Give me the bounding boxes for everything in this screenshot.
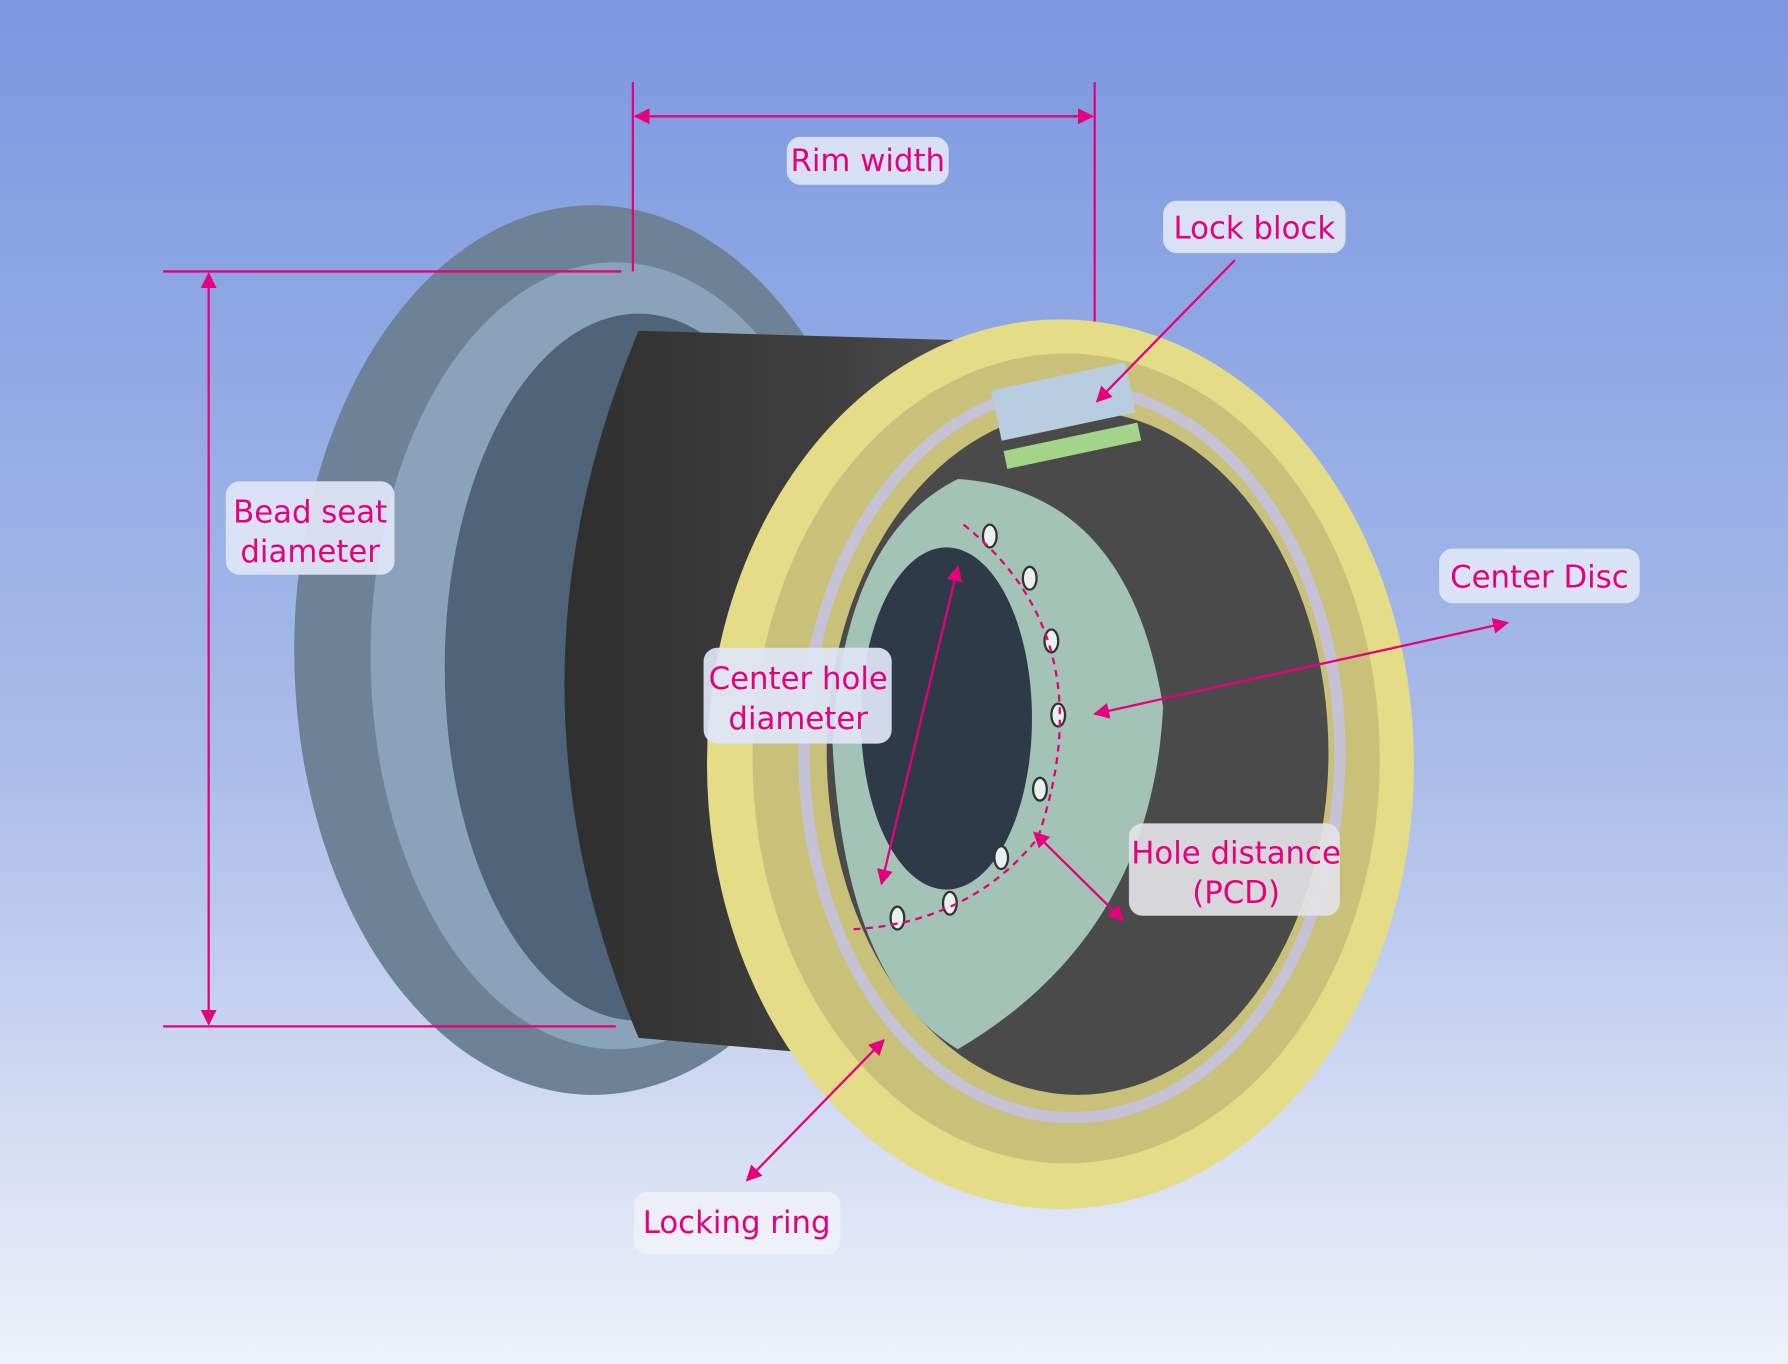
lock-block-shape xyxy=(991,362,1136,441)
pcd-circle xyxy=(849,523,1061,931)
label-center-hole-2: diameter xyxy=(728,701,868,737)
center-hole-arrow xyxy=(877,565,963,886)
label-bead-seat-2: diameter xyxy=(240,534,380,570)
label-bead-seat-1: Bead seat xyxy=(233,494,387,530)
label-hole-distance-2: (PCD) xyxy=(1192,875,1280,911)
locking-ring-arrow xyxy=(745,1038,885,1182)
pcd-arrow xyxy=(1033,831,1125,922)
label-center-hole-1: Center hole xyxy=(709,661,888,697)
label-locking-ring: Locking ring xyxy=(643,1205,831,1241)
label-hole-distance-1: Hole distance xyxy=(1131,835,1341,871)
lock-block-arrow xyxy=(1095,259,1236,403)
center-disc-arrow xyxy=(1093,618,1510,719)
label-rim-width: Rim width xyxy=(790,143,945,179)
label-lock-block: Lock block xyxy=(1174,210,1336,246)
label-center-disc: Center Disc xyxy=(1450,559,1629,595)
annotations xyxy=(163,82,1510,1182)
label-boxes xyxy=(225,136,1640,1255)
bolt-holes xyxy=(889,523,1067,931)
